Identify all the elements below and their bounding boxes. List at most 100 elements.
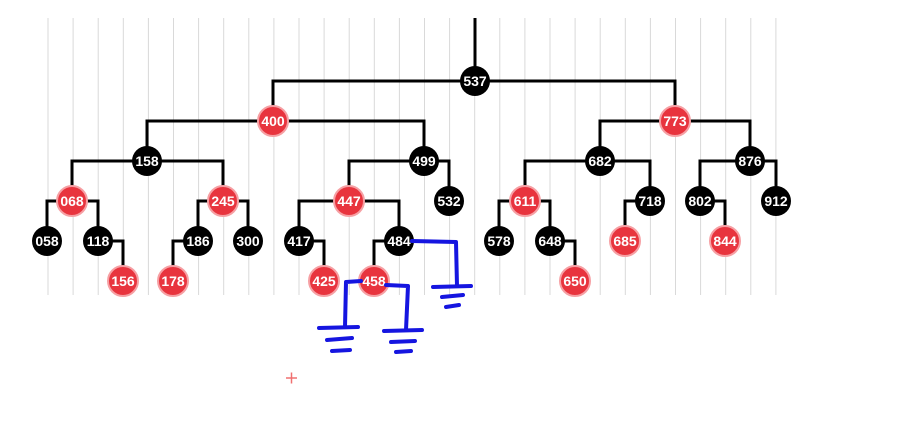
tree-node-458: 458 (358, 265, 390, 297)
red-node-circle (333, 185, 365, 217)
tree-node-425: 425 (308, 265, 340, 297)
black-node-circle (233, 226, 263, 256)
tree-node-178: 178 (157, 265, 189, 297)
tree-node-400: 400 (257, 105, 289, 137)
node-key-label: 718 (638, 193, 662, 209)
node-key-label: 802 (688, 193, 712, 209)
black-node-circle (460, 66, 490, 96)
node-key-label: 156 (111, 273, 135, 289)
tree-node-245: 245 (207, 185, 239, 217)
node-key-label: 876 (738, 153, 762, 169)
red-node-circle (207, 185, 239, 217)
node-key-label: 484 (387, 233, 411, 249)
tree-node-300: 300 (233, 226, 263, 256)
black-node-circle (535, 226, 565, 256)
red-node-circle (509, 185, 541, 217)
red-node-circle (107, 265, 139, 297)
tree-node-186: 186 (183, 226, 213, 256)
tree-node-118: 118 (83, 226, 113, 256)
tree-edge (273, 119, 426, 161)
ground-symbol-458-left (317, 325, 360, 353)
node-key-label: 178 (161, 273, 185, 289)
annotation-connector-458-left (343, 279, 363, 329)
annotation-connector-484 (410, 239, 459, 288)
tree-node-650: 650 (559, 265, 591, 297)
tree-node-912: 912 (761, 186, 791, 216)
black-node-circle (32, 226, 62, 256)
tree-node-158: 158 (132, 146, 162, 176)
tree-node-447: 447 (333, 185, 365, 217)
red-node-circle (609, 225, 641, 257)
node-key-label: 532 (437, 193, 461, 209)
node-key-label: 611 (514, 193, 537, 209)
tree-node-499: 499 (409, 146, 439, 176)
tree-edge (145, 119, 273, 161)
tree-node-417: 417 (284, 226, 314, 256)
node-key-label: 068 (60, 193, 84, 209)
ground-symbol-458-right (382, 328, 424, 354)
black-node-circle (183, 226, 213, 256)
tree-node-068: 068 (56, 185, 88, 217)
node-key-label: 648 (538, 233, 562, 249)
red-node-circle (709, 225, 741, 257)
node-key-label: 650 (563, 273, 587, 289)
node-key-label: 844 (713, 233, 737, 249)
red-node-circle (308, 265, 340, 297)
node-key-label: 537 (463, 73, 487, 89)
tree-node-484: 484 (384, 226, 414, 256)
black-node-circle (434, 186, 464, 216)
tree-node-611: 611 (509, 185, 541, 217)
black-node-circle (585, 146, 615, 176)
black-node-circle (284, 226, 314, 256)
node-key-label: 300 (236, 233, 260, 249)
red-node-circle (56, 185, 88, 217)
node-key-label: 058 (35, 233, 59, 249)
node-key-label: 773 (663, 113, 687, 129)
tree-node-773: 773 (659, 105, 691, 137)
tree-node-685: 685 (609, 225, 641, 257)
node-key-label: 118 (87, 233, 110, 249)
node-key-label: 912 (764, 193, 788, 209)
node-key-label: 447 (337, 193, 361, 209)
tree-node-578: 578 (484, 226, 514, 256)
node-key-label: 458 (362, 273, 386, 289)
node-key-label: 245 (211, 193, 235, 209)
tree-node-718: 718 (635, 186, 665, 216)
node-key-label: 425 (312, 273, 336, 289)
black-node-circle (409, 146, 439, 176)
tree-nodes: 537 400 773 158 499 682 876 068 245 447 532 611 718 8… (32, 66, 791, 297)
mouse-cursor-crosshair (286, 372, 297, 384)
tree-node-802: 802 (685, 186, 715, 216)
node-key-label: 186 (186, 233, 210, 249)
node-key-label: 682 (588, 153, 612, 169)
tree-node-648: 648 (535, 226, 565, 256)
black-node-circle (484, 226, 514, 256)
ground-symbol-484-right (431, 284, 473, 309)
annotation-connector-458-right (384, 283, 410, 332)
red-node-circle (559, 265, 591, 297)
black-node-circle (761, 186, 791, 216)
tree-node-058: 058 (32, 226, 62, 256)
black-node-circle (685, 186, 715, 216)
tree-node-682: 682 (585, 146, 615, 176)
black-node-circle (735, 146, 765, 176)
node-key-label: 400 (261, 113, 285, 129)
black-node-circle (83, 226, 113, 256)
black-node-circle (635, 186, 665, 216)
tree-node-156: 156 (107, 265, 139, 297)
black-node-circle (132, 146, 162, 176)
node-key-label: 417 (287, 233, 311, 249)
red-node-circle (659, 105, 691, 137)
red-node-circle (257, 105, 289, 137)
tree-node-876: 876 (735, 146, 765, 176)
blue-null-leaf-annotation (317, 239, 473, 354)
tree-node-844: 844 (709, 225, 741, 257)
node-key-label: 499 (412, 153, 436, 169)
red-node-circle (157, 265, 189, 297)
node-key-label: 158 (135, 153, 159, 169)
node-key-label: 578 (487, 233, 511, 249)
node-key-label: 685 (613, 233, 637, 249)
black-node-circle (384, 226, 414, 256)
tree-node-532: 532 (434, 186, 464, 216)
